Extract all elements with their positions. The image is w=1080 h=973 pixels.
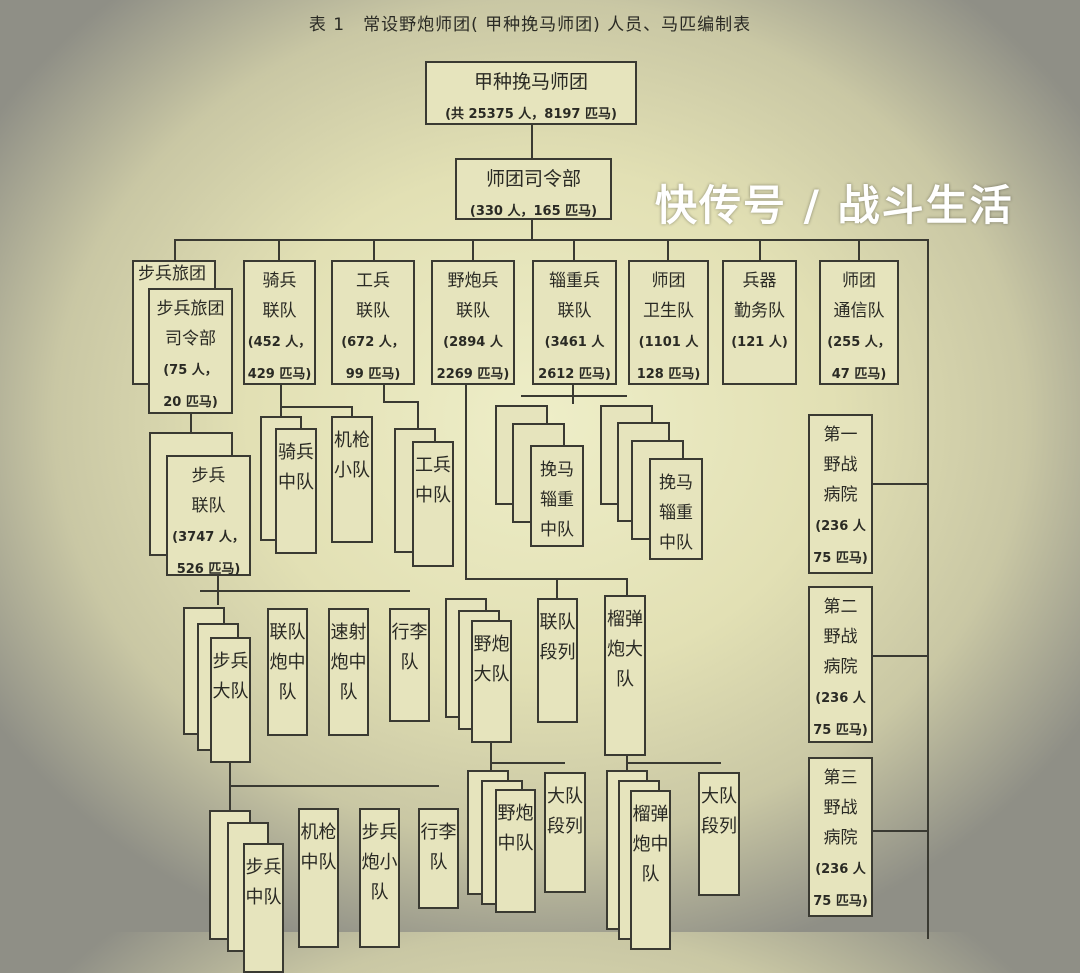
node-name: 野炮兵 联队 — [447, 271, 499, 321]
node-name: 步兵 联队 — [191, 466, 226, 516]
connector — [174, 239, 176, 260]
cavalry-company-node: 骑兵中队 — [275, 428, 317, 554]
infantry-battalion-node: 步兵大队 — [210, 637, 251, 763]
node-name: 第三 野战 病院 — [823, 768, 858, 848]
field-hospital-2-node: 第二 野战 病院 (236 人 75 匹马) — [808, 586, 873, 743]
node-stats: (672 人， 99 匹马) — [341, 335, 405, 382]
node-stats: (236 人 75 匹马) — [813, 691, 868, 738]
node-stats: (共 25375 人，8197 匹马) — [445, 107, 617, 122]
node-name: 工兵 联队 — [356, 271, 390, 321]
battalion-train-node: 大队段列 — [698, 772, 740, 896]
connector — [490, 762, 565, 764]
node-name: 兵器 勤务队 — [734, 271, 785, 321]
node-stats: (236 人 75 匹马) — [813, 862, 868, 909]
connector — [190, 413, 192, 433]
node-name: 步兵旅团 — [156, 299, 225, 319]
root-node: 甲种挽马师团 (共 25375 人，8197 匹马) — [425, 61, 637, 125]
connector — [872, 655, 928, 657]
connector — [465, 578, 627, 580]
field-artillery-regiment-node: 野炮兵 联队 (2894 人 2269 匹马) — [431, 260, 515, 385]
node-stats: (3747 人， 526 匹马) — [172, 530, 245, 577]
connector — [858, 239, 860, 260]
ordnance-unit-node: 兵器 勤务队 (121 人) — [722, 260, 797, 385]
connector — [531, 220, 533, 240]
connector — [927, 239, 929, 939]
connector — [490, 742, 492, 772]
connector — [200, 590, 410, 592]
howitzer-company-node: 榴弹炮中队 — [630, 790, 671, 950]
node-stats: (1101 人 128 匹马) — [636, 335, 701, 382]
node-name: 师团 卫生队 — [643, 271, 694, 321]
baggage-unit-node: 行李队 — [418, 808, 459, 909]
node-name: 甲种挽马师团 — [473, 71, 588, 93]
infantry-company-node: 步兵中队 — [243, 843, 284, 973]
regimental-gun-company-node: 联队炮中队 — [267, 608, 308, 736]
connector — [351, 406, 353, 416]
node-name: 师团司令部 — [485, 168, 581, 190]
node-sub: 司令部 — [165, 329, 216, 349]
connector — [373, 239, 375, 260]
field-hospital-3-node: 第三 野战 病院 (236 人 75 匹马) — [808, 757, 873, 917]
signal-unit-node: 师团 通信队 (255 人， 47 匹马) — [819, 260, 899, 385]
connector — [556, 578, 558, 598]
connector — [531, 125, 533, 158]
regimental-train-node: 联队段列 — [537, 598, 578, 723]
connector — [383, 401, 418, 403]
node-stats: (121 人) — [731, 335, 788, 350]
horse-transport-company-node: 挽马 辎重 中队 — [530, 445, 584, 547]
division-hq-node: 师团司令部 (330 人，165 匹马) — [455, 158, 612, 220]
connector — [759, 239, 761, 260]
field-artillery-battalion-node: 野炮大队 — [471, 620, 512, 743]
connector — [417, 401, 419, 428]
baggage-unit-node: 行李队 — [389, 608, 430, 722]
connector — [280, 406, 352, 408]
node-stats: (75 人， 20 匹马) — [163, 363, 218, 410]
table-title: 表 1 常设野炮师团( 甲种挽马师团) 人员、马匹编制表 — [308, 15, 752, 35]
connector — [872, 830, 928, 832]
node-name: 第一 野战 病院 — [823, 425, 858, 505]
rapid-fire-gun-company-node: 速射炮中队 — [328, 608, 369, 736]
howitzer-battalion-node: 榴弹炮大队 — [604, 595, 646, 756]
node-name: 步兵旅团 — [138, 264, 206, 284]
connector — [472, 239, 474, 260]
connector — [572, 384, 574, 404]
node-name: 辎重兵 联队 — [549, 271, 600, 321]
medical-unit-node: 师团 卫生队 (1101 人 128 匹马) — [628, 260, 709, 385]
engineer-regiment-node: 工兵 联队 (672 人， 99 匹马) — [331, 260, 415, 385]
horse-transport-company-node: 挽马 辎重 中队 — [649, 458, 703, 560]
connector — [278, 239, 280, 260]
connector — [626, 762, 721, 764]
connector — [872, 483, 928, 485]
connector — [465, 384, 467, 579]
node-name: 师团 通信队 — [833, 271, 885, 321]
mg-company-node: 机枪中队 — [298, 808, 339, 948]
node-stats: (236 人 75 匹马) — [813, 519, 868, 566]
connector — [626, 578, 628, 595]
cavalry-regiment-node: 骑兵 联队 (452 人， 429 匹马) — [243, 260, 316, 385]
node-stats: (452 人， 429 匹马) — [247, 335, 312, 382]
connector — [280, 384, 282, 416]
node-name: 第二 野战 病院 — [823, 597, 858, 677]
connector — [174, 239, 929, 241]
brigade-hq-node: 步兵旅团 司令部 (75 人， 20 匹马) — [148, 288, 233, 414]
connector — [573, 239, 575, 260]
connector — [521, 395, 627, 397]
watermark: 快传号 / 战斗生活 — [655, 181, 1014, 230]
transport-regiment-node: 辎重兵 联队 (3461 人 2612 匹马) — [532, 260, 617, 385]
connector — [667, 239, 669, 260]
mg-platoon-node: 机枪小队 — [331, 416, 373, 543]
connector — [383, 384, 385, 402]
node-stats: (255 人， 47 匹马) — [827, 335, 891, 382]
connector — [229, 785, 439, 787]
node-stats: (2894 人 2269 匹马) — [436, 335, 510, 382]
node-name: 骑兵 联队 — [262, 271, 297, 321]
node-stats: (330 人，165 匹马) — [469, 204, 598, 219]
infantry-gun-platoon-node: 步兵炮小队 — [359, 808, 400, 948]
engineer-company-node: 工兵中队 — [412, 441, 454, 567]
field-hospital-1-node: 第一 野战 病院 (236 人 75 匹马) — [808, 414, 873, 574]
node-stats: (3461 人 2612 匹马) — [538, 335, 611, 382]
infantry-regiment-node: 步兵 联队 (3747 人， 526 匹马) — [166, 455, 251, 577]
field-artillery-company-node: 野炮中队 — [495, 789, 536, 913]
battalion-train-node: 大队段列 — [544, 772, 586, 893]
